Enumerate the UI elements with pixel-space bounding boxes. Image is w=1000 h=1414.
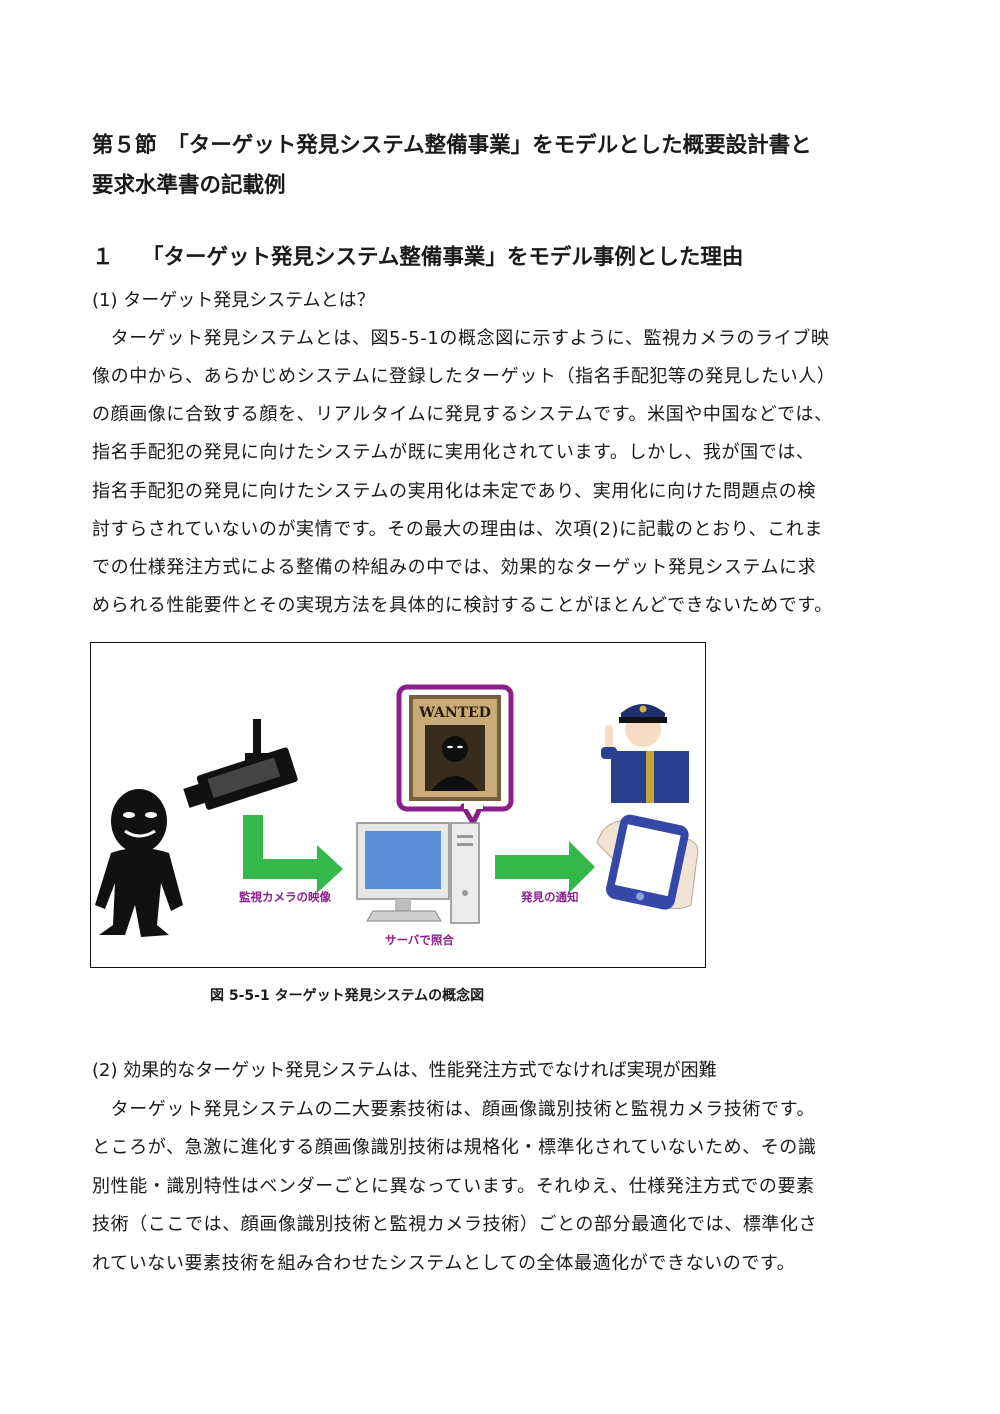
concept-diagram: 監視カメラの映像 WANTED サーバで照合	[95, 684, 699, 947]
item1-heading: (1) ターゲット発見システムとは？	[92, 290, 375, 311]
paragraph-line: 別性能・識別特性はベンダーごとに異なっています。それゆえ、仕様発注方式での要素	[92, 1176, 815, 1197]
section-title: 第５節 「ターゲット発見システム整備事業」をモデルとした概要設計書と 要求水準書…	[92, 126, 922, 206]
section-title-line1: 第５節 「ターゲット発見システム整備事業」をモデルとした概要設計書と	[92, 133, 812, 158]
label-camera: 監視カメラの映像	[239, 890, 331, 904]
paragraph-line: ターゲット発見システムとは、図5-5-1の概念図に示すように、監視カメラのライブ…	[92, 328, 830, 349]
item2-heading: (2) 効果的なターゲット発見システムは、性能発注方式でなければ実現が困難	[92, 1060, 717, 1081]
concept-figure: 監視カメラの映像 WANTED サーバで照合	[90, 642, 706, 968]
arrow-server-to-police	[495, 841, 595, 893]
paragraph-line: での仕様発注方式による整備の枠組みの中では、効果的なターゲット発見システムに求	[92, 557, 817, 578]
figure-caption: 図 5-5-1 ターゲット発見システムの概念図	[210, 988, 485, 1004]
paragraph-line: ターゲット発見システムの二大要素技術は、顔画像識別技術と監視カメラ技術です。	[92, 1099, 816, 1120]
paragraph-line: 像の中から、あらかじめシステムに登録したターゲット（指名手配犯等の発見したい人）	[92, 366, 836, 387]
subsection-title-text: 「ターゲット発見システム整備事業」をモデル事例とした理由	[142, 245, 744, 270]
server-computer-icon	[356, 822, 480, 924]
paragraph-line: の顔画像に合致する顔を、リアルタイムに発見するシステムです。米国や中国などでは、	[92, 404, 833, 425]
paragraph-line: ところが、急激に進化する顔画像識別技術は規格化・標準化されていないため、その識	[92, 1137, 817, 1158]
smartphone-icon	[596, 814, 699, 910]
security-camera-icon	[183, 719, 298, 810]
section-title-line2: 要求水準書の記載例	[92, 173, 286, 198]
wanted-text: WANTED	[418, 705, 491, 721]
paragraph-line: 討すらされていないのが実情です。その最大の理由は、次項(2)に記載のとおり、これ…	[92, 519, 824, 540]
subsection-title: １ 「ターゲット発見システム整備事業」をモデル事例とした理由	[92, 240, 932, 276]
subsection-number: １	[92, 245, 114, 270]
paragraph-line: 指名手配犯の発見に向けたシステムが既に実用化されています。しかし、我が国では、	[92, 442, 815, 463]
label-server: サーバで照合	[385, 933, 454, 947]
criminal-icon	[95, 789, 183, 937]
paragraph-line: 指名手配犯の発見に向けたシステムの実用化は未定であり、実用化に向けた問題点の検	[92, 481, 816, 502]
wanted-bubble: WANTED	[396, 684, 514, 826]
paragraph-line: れていない要素技術を組み合わせたシステムとしての全体最適化ができないのです。	[92, 1253, 796, 1274]
police-officer-icon	[601, 704, 689, 803]
arrow-camera-to-server	[243, 815, 343, 893]
paragraph-line: 技術（ここでは、顔画像識別技術と監視カメラ技術）ごとの部分最適化では、標準化さ	[92, 1214, 818, 1235]
label-notify: 発見の通知	[520, 890, 579, 904]
paragraph-line: められる性能要件とその実現方法を具体的に検討することがほとんどできないためです。	[92, 595, 833, 616]
